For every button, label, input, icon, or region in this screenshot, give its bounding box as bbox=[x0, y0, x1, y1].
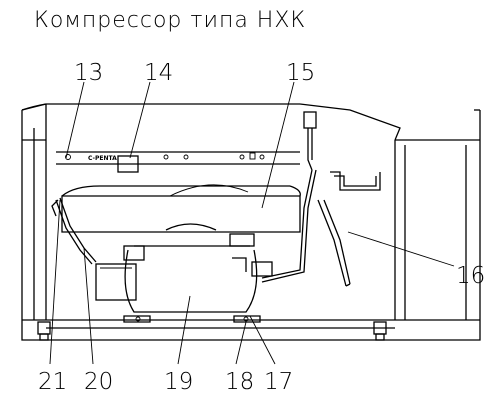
callout-labels: 13 14 15 16 17 18 19 20 21 bbox=[38, 60, 485, 395]
plate-label: C-PENTA bbox=[88, 155, 117, 162]
callout-16: 16 bbox=[456, 263, 485, 289]
callout-19: 19 bbox=[164, 369, 193, 395]
cabinet-feet bbox=[37, 321, 387, 341]
callout-13: 13 bbox=[74, 60, 103, 86]
leader-lines bbox=[49, 81, 455, 365]
electrical-box bbox=[117, 155, 139, 173]
condensate-tray bbox=[61, 184, 301, 233]
cabinet-body bbox=[21, 103, 481, 341]
callout-14: 14 bbox=[144, 60, 173, 86]
discharge-pipe bbox=[51, 197, 97, 265]
compressor-base bbox=[123, 315, 261, 323]
callout-15: 15 bbox=[286, 60, 315, 86]
diagram-title: Компрессор типа НХК bbox=[34, 8, 306, 33]
callout-17: 17 bbox=[264, 369, 293, 395]
callout-18: 18 bbox=[225, 369, 254, 395]
callout-20: 20 bbox=[84, 369, 113, 395]
compressor-body bbox=[95, 223, 258, 313]
mounting-plate: C-PENTA bbox=[56, 151, 300, 165]
top-tube bbox=[303, 111, 317, 171]
callout-21: 21 bbox=[38, 369, 67, 395]
compressor-fittings bbox=[123, 233, 273, 277]
suction-pipe bbox=[261, 169, 381, 287]
